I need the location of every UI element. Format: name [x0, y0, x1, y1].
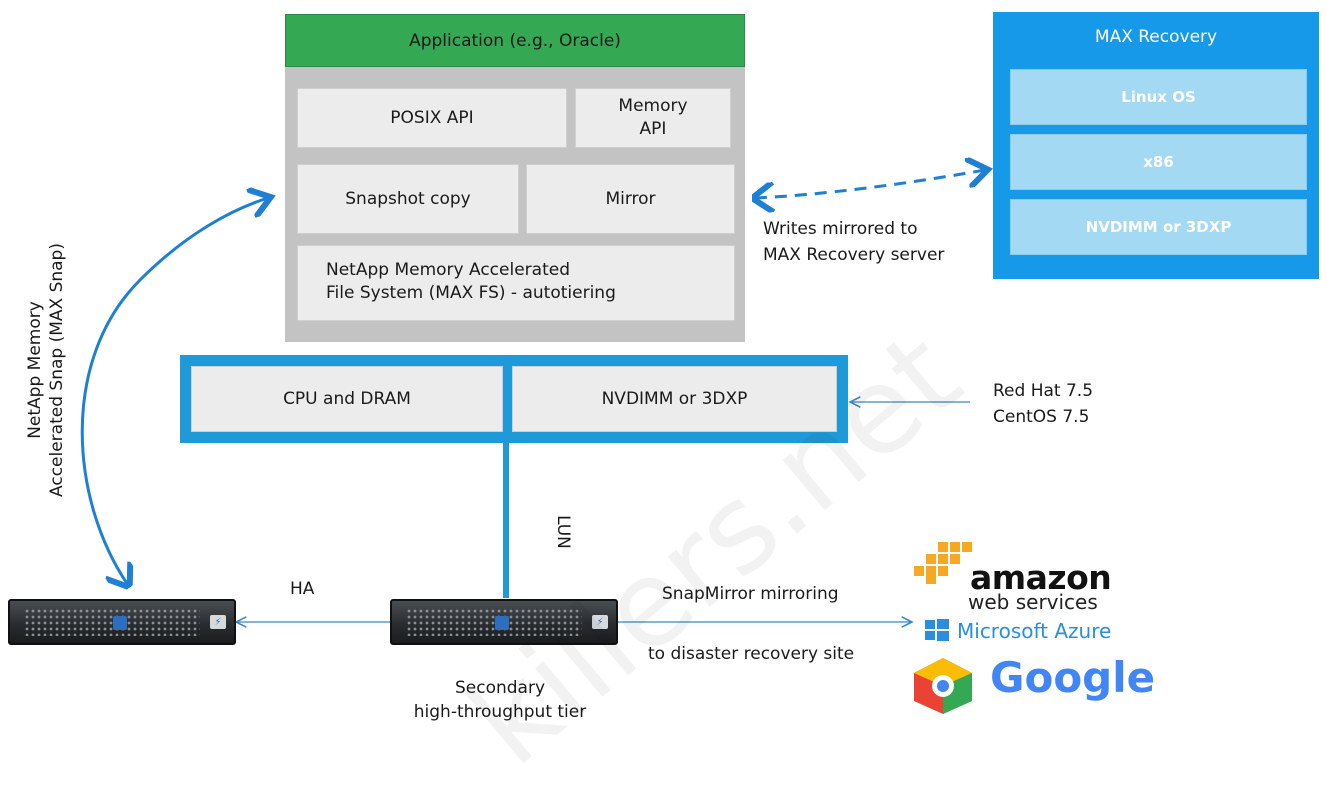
lun-label: LUN — [553, 515, 573, 549]
azure-wordmark: Microsoft Azure — [957, 619, 1112, 643]
max-snap-line1: NetApp Memory — [25, 301, 45, 439]
max-fs-box: NetApp Memory Accelerated File System (M… — [297, 245, 735, 321]
writes-mirrored-label: Writes mirrored to MAX Recovery server — [763, 218, 944, 267]
secondary-line2: high-throughput tier — [413, 701, 587, 722]
writes-line1: Writes mirrored to — [763, 219, 918, 239]
secondary-line1: Secondary — [454, 678, 546, 698]
max-snap-arrow — [80, 198, 268, 585]
max-layer-nvdimm: NVDIMM or 3DXP — [1010, 199, 1307, 255]
memory-api-line1: Memory — [618, 96, 688, 117]
snapshot-copy-box: Snapshot copy — [297, 164, 519, 234]
google-cloud-icon — [914, 658, 972, 714]
aws-cubes-icon — [914, 542, 972, 584]
max-recovery-title: MAX Recovery — [1094, 27, 1218, 47]
secondary-tier-label: Secondary high-throughput tier — [380, 677, 620, 725]
max-snap-line2: Accelerated Snap (MAX Snap) — [47, 243, 68, 497]
os-line1: Red Hat 7.5 — [993, 381, 1094, 401]
power-badge-icon: ⚡ — [592, 615, 608, 629]
netapp-logo-icon — [113, 616, 128, 630]
nvdimm-box: NVDIMM or 3DXP — [512, 366, 837, 432]
writes-line2: MAX Recovery server — [763, 244, 945, 265]
max-fs-line1: NetApp Memory Accelerated — [326, 260, 570, 280]
aws-subtitle: web services — [968, 590, 1098, 614]
ha-label: HA — [290, 579, 315, 599]
azure-windows-icon — [925, 619, 949, 641]
power-badge-icon: ⚡ — [210, 615, 226, 629]
mirror-dashed-arrow — [755, 170, 985, 198]
max-layer-linux: Linux OS — [1010, 69, 1307, 125]
snapmirror-label-line2: to disaster recovery site — [648, 644, 855, 664]
connector-layer — [80, 0, 1327, 724]
max-snap-label: NetApp Memory Accelerated Snap (MAX Snap… — [24, 210, 76, 530]
storage-server-secondary: ⚡ — [390, 599, 618, 645]
snapmirror-label-line1: SnapMirror mirroring — [662, 584, 839, 604]
os-line2: CentOS 7.5 — [993, 406, 1090, 427]
os-support-label: Red Hat 7.5 CentOS 7.5 — [993, 380, 1093, 429]
posix-api-box: POSIX API — [297, 88, 567, 148]
server-grill-icon — [406, 608, 582, 636]
memory-api-line2: API — [639, 119, 667, 139]
application-layer: Application (e.g., Oracle) — [285, 14, 745, 67]
memory-api-box: Memory API — [575, 88, 731, 148]
netapp-logo-icon — [495, 616, 510, 630]
max-fs-line2: File System (MAX FS) - autotiering — [326, 282, 616, 303]
aws-wordmark: amazon — [970, 558, 1112, 597]
google-wordmark: Google — [990, 653, 1156, 702]
server-grill-icon — [24, 608, 200, 636]
storage-server-ha: ⚡ — [8, 599, 236, 645]
max-layer-x86: x86 — [1010, 134, 1307, 190]
mirror-box: Mirror — [526, 164, 735, 234]
